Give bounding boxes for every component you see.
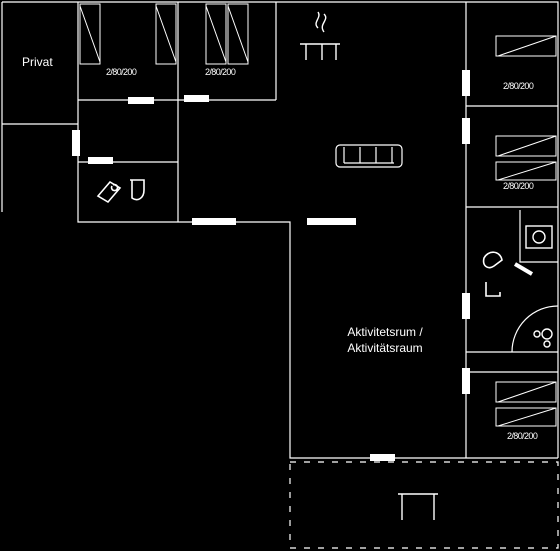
- stairs-icon: [398, 493, 438, 520]
- door-gap: [192, 218, 236, 225]
- bed-shapes: [79, 3, 557, 427]
- room-label-activity: Aktivitetsrum / Aktivitätsraum: [330, 324, 440, 356]
- door-gap: [128, 97, 154, 104]
- bed-size-label: 2/80/200: [205, 67, 236, 77]
- door-gap: [88, 157, 113, 164]
- door-gap: [462, 70, 470, 96]
- toilet-icon-2: [482, 251, 534, 297]
- door-gap: [184, 95, 209, 102]
- door-gap: [370, 454, 395, 461]
- door-gap: [462, 368, 470, 394]
- bed-size-label: 2/80/200: [503, 81, 534, 91]
- washing-machine-icon: [525, 225, 553, 249]
- door-gap: [307, 218, 356, 225]
- door-gaps: [72, 70, 470, 461]
- bed-size-label: 2/80/200: [507, 431, 538, 441]
- room-label-privat: Privat: [22, 55, 53, 69]
- shower-icon: [533, 328, 553, 348]
- bed-size-label: 2/80/200: [106, 67, 137, 77]
- room-label-activity-line1: Aktivitetsrum /: [347, 325, 423, 339]
- bed-size-label: 2/80/200: [503, 181, 534, 191]
- fireplace-icon: [300, 11, 340, 60]
- sofa-icon: [335, 144, 403, 168]
- room-label-activity-line2: Aktivitätsraum: [347, 341, 423, 355]
- door-gap: [462, 118, 470, 144]
- toilet-icon: [130, 179, 145, 201]
- door-gap: [462, 293, 470, 319]
- door-gap: [72, 130, 80, 156]
- sink-icon: [96, 180, 122, 204]
